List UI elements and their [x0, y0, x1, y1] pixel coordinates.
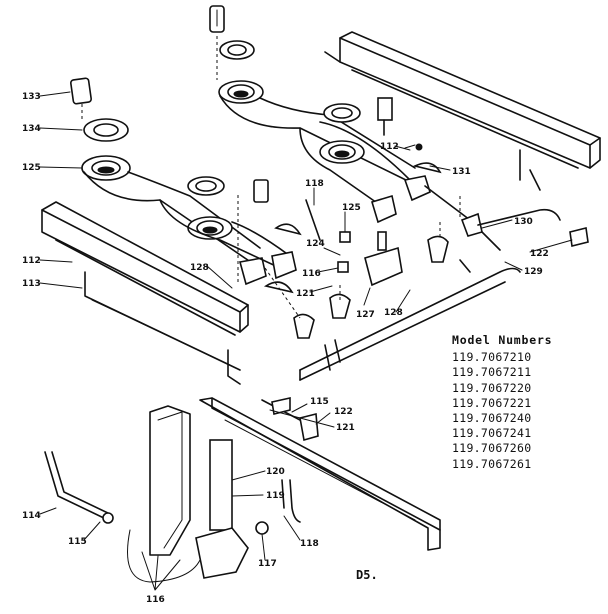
model-number: 119.7067240: [452, 411, 532, 426]
callout-127: 127: [356, 310, 375, 320]
callout-117: 117: [258, 559, 277, 569]
callout-114: 114: [22, 511, 41, 521]
callout-130: 130: [514, 217, 533, 227]
lower-valve-assembly: [44, 397, 441, 583]
rear-right-burner: [299, 103, 501, 251]
model-number: 119.7067210: [452, 350, 532, 365]
callout-129: 129: [524, 267, 543, 277]
front-right-burner: [159, 176, 297, 285]
callout-labels: 133 134 125 112 113 128 118 125 124 116 …: [22, 92, 549, 605]
callout-115: 115: [310, 397, 329, 407]
callout-119: 119: [266, 491, 285, 501]
model-number: 119.7067260: [452, 441, 532, 456]
callout-125: 125: [342, 203, 361, 213]
callout-116: 116: [146, 595, 165, 605]
callout-124: 124: [306, 239, 325, 249]
callout-131: 131: [452, 167, 471, 177]
callout-134: 134: [22, 124, 41, 134]
callout-133: 133: [22, 92, 41, 102]
front-left-burner: [70, 77, 267, 286]
model-number: 119.7067221: [452, 395, 532, 410]
model-numbers-title: Model Numbers: [452, 333, 553, 347]
rear-valve-131: [404, 143, 442, 174]
callout-112: 112: [380, 142, 399, 152]
model-number: 119.7067220: [452, 380, 532, 395]
model-number: 119.7067211: [452, 365, 532, 380]
callout-116: 116: [302, 269, 321, 279]
callout-128: 128: [384, 308, 403, 318]
callout-120: 120: [266, 467, 285, 477]
manifold-assembly: [263, 196, 589, 381]
model-number: 119.7067241: [452, 426, 532, 441]
callout-122: 122: [530, 249, 549, 259]
model-number: 119.7067261: [452, 456, 532, 471]
callout-125: 125: [22, 163, 41, 173]
callout-113: 113: [22, 279, 41, 289]
callout-112: 112: [22, 256, 41, 266]
callout-118: 118: [300, 539, 319, 549]
callout-leaders: [39, 91, 573, 591]
callout-122: 122: [334, 407, 353, 417]
model-numbers-list: Model Numbers 119.7067210 119.7067211 11…: [452, 333, 552, 472]
callout-128: 128: [190, 263, 209, 273]
callout-121: 121: [336, 423, 355, 433]
callout-115: 115: [68, 537, 87, 547]
callout-121: 121: [296, 289, 315, 299]
front-burner-box: [41, 201, 249, 385]
rear-burner-box: [324, 31, 601, 191]
page-code: D5.: [356, 568, 378, 582]
callout-118: 118: [305, 179, 324, 189]
rear-left-burner: [209, 5, 416, 183]
